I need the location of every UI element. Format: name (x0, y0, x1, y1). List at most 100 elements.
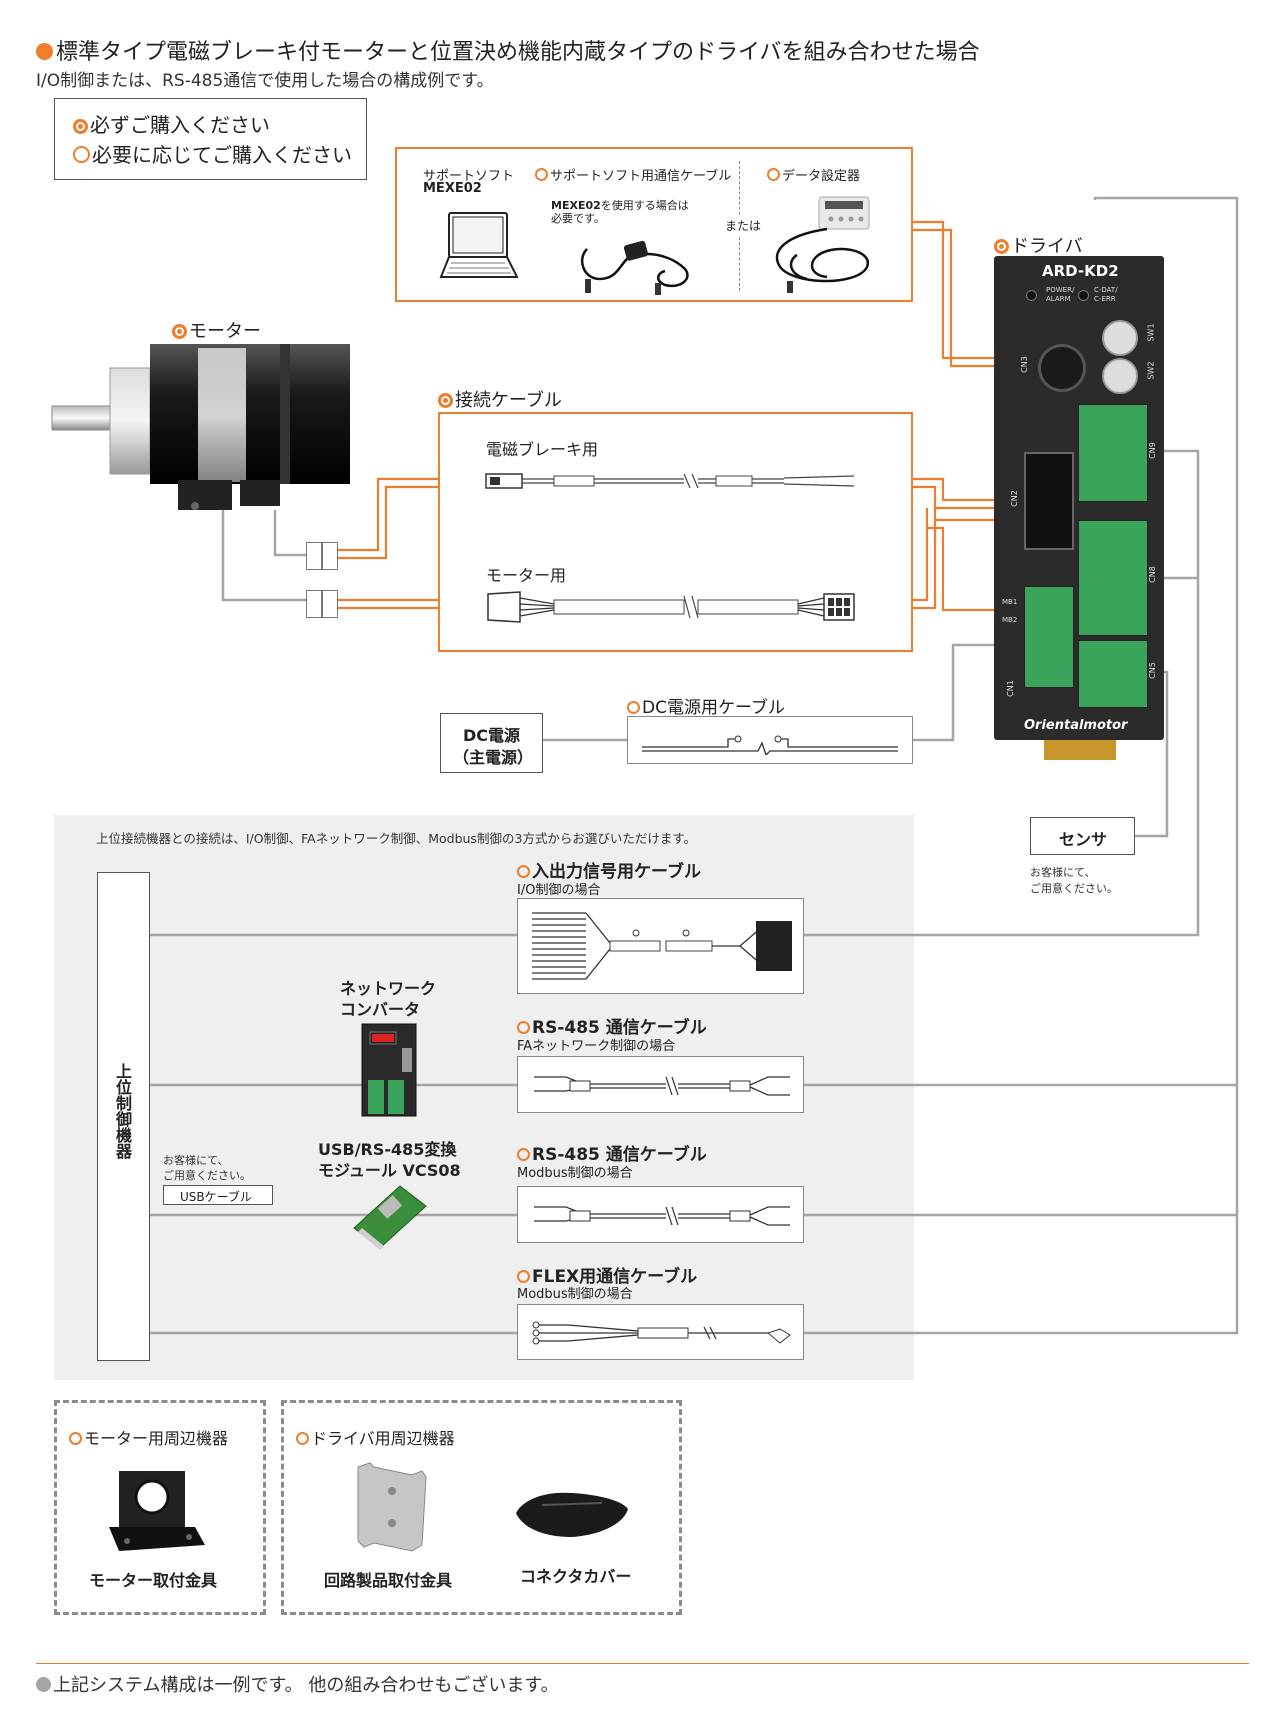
connector-cover-image (516, 1492, 628, 1537)
din-bracket-image (357, 1462, 427, 1552)
setter-label: データ設定器 (767, 165, 860, 184)
cn8-label: CN8 (1147, 566, 1157, 583)
usb-module-label-1: USB/RS-485変換 (318, 1140, 457, 1159)
page-title: 標準タイプ電磁ブレーキ付モーターと位置決め機能内蔵タイプのドライバを組み合わせた… (36, 34, 980, 66)
flex-cable-box (517, 1304, 804, 1360)
driver-accessories-box: ドライバ用周辺機器 回路製品取付金具 コネクタカバー (281, 1400, 682, 1615)
rs485-fa-cable-icon (534, 1076, 790, 1096)
connector-divider (321, 542, 323, 570)
network-converter-image (361, 1023, 417, 1117)
usb-note-1: お客様にて、 (163, 1154, 229, 1167)
laptop-icon (439, 212, 519, 278)
usb-module-label-2: モジュール VCS08 (318, 1161, 461, 1180)
dc-cable-label: DC電源用ケーブル (627, 693, 785, 718)
legend-optional: 必要に応じてご購入ください (73, 139, 352, 168)
mb1-label: MB1 (1002, 598, 1018, 606)
footer-rule (36, 1663, 1249, 1664)
dc-power-title: DC電源 (463, 726, 521, 745)
rs485-modbus-cable-box (517, 1186, 804, 1243)
software-name: MEXE02 (423, 181, 482, 196)
or-label: または (725, 215, 762, 236)
driver-bracket (1044, 740, 1116, 760)
power-led (1026, 290, 1037, 301)
optional-icon (767, 168, 780, 181)
bullet-icon (36, 43, 53, 60)
legend-required: 必ずご購入ください (73, 109, 270, 138)
data-setter-icon (775, 196, 870, 293)
sensor-label: センサ (1059, 830, 1108, 849)
cn9-terminal (1078, 404, 1148, 502)
cable-label: サポートソフト用通信ケーブル (535, 165, 731, 184)
cdat-led (1078, 290, 1089, 301)
sw1-label: SW1 (1146, 323, 1156, 342)
cn2-port (1024, 452, 1074, 550)
connect-label: 接続ケーブル (438, 386, 562, 412)
required-icon (73, 119, 88, 134)
required-icon (172, 324, 187, 339)
optional-icon (517, 1021, 530, 1034)
sensor-box: センサ (1030, 817, 1135, 855)
io-cable-box (517, 898, 804, 994)
host-controller-box: 上位制御機器 (97, 872, 150, 1361)
optional-icon (627, 701, 640, 714)
optional-icon (517, 1270, 530, 1283)
support-software-box: サポートソフト MEXE02 サポートソフト用通信ケーブル MEXE02を使用す… (395, 147, 913, 302)
io-cable-label: 入出力信号用ケーブル (517, 857, 701, 882)
flex-cable-sub: Modbus制御の場合 (517, 1287, 633, 1302)
io-cable-sub: I/O制御の場合 (517, 883, 601, 898)
usb-cable-icon (580, 240, 689, 295)
dc-cable-icon (642, 735, 898, 755)
cn1-label: CN1 (1005, 680, 1015, 697)
motor-cable-label: モーター用 (486, 566, 567, 585)
cn8-terminal (1078, 520, 1148, 636)
page-subtitle: I/O制御または、RS-485通信で使用した場合の構成例です。 (36, 71, 494, 91)
driver-brand: Orientalmotor (1024, 718, 1128, 733)
sw2-label: SW2 (1146, 361, 1156, 380)
netconv-label-2: コンバータ (340, 1000, 421, 1019)
rs485-fa-label: RS-485 通信ケーブル (517, 1013, 707, 1038)
sensor-note-1: お客様にて、 (1030, 866, 1096, 879)
dc-power-box: DC電源 （主電源） (440, 713, 543, 773)
cable-note: MEXE02を使用する場合は必要です。 (551, 199, 689, 225)
usb-note-2: ご用意ください。 (163, 1169, 251, 1182)
din-bracket-label: 回路製品取付金具 (324, 1571, 453, 1590)
optional-icon (517, 865, 530, 878)
driver-label: ドライバ (994, 232, 1083, 258)
cn2-label: CN2 (1009, 490, 1019, 507)
optional-icon (73, 146, 90, 163)
dc-cable-box (627, 716, 913, 764)
required-icon (994, 239, 1009, 254)
cn5-terminal (1078, 640, 1148, 708)
connector-divider (321, 590, 323, 618)
gray-bullet-icon (36, 1677, 51, 1692)
led1-label: POWER/ALARM (1046, 286, 1075, 303)
motor-label: モーター (172, 317, 261, 343)
flex-cable-icon (532, 1321, 791, 1345)
connect-cable-box: 電磁ブレーキ用 モーター用 (438, 412, 913, 652)
optional-icon (535, 168, 548, 181)
motor-accessories-title: モーター用周辺機器 (69, 1425, 228, 1449)
driver-accessories-title: ドライバ用周辺機器 (296, 1425, 455, 1449)
motor-accessories-box: モーター用周辺機器 モーター取付金具 (54, 1400, 266, 1615)
usb-cable-label: USBケーブル (180, 1190, 252, 1204)
legend-box: 必ずご購入ください 必要に応じてご購入ください (54, 98, 367, 180)
motor-bracket-image (109, 1471, 205, 1551)
rs485-fa-sub: FAネットワーク制御の場合 (517, 1039, 676, 1054)
sw2-dial (1102, 358, 1138, 394)
rs485-modbus-cable-icon (534, 1206, 790, 1226)
motor-cable-icon (487, 591, 855, 623)
driver-body: ARD-KD2 POWER/ALARM C-DAT/C-ERR SW1 SW2 … (994, 256, 1164, 740)
mb2-label: MB2 (1002, 616, 1018, 624)
cn5-label: CN5 (1147, 662, 1157, 679)
brake-cable-icon (485, 473, 855, 489)
sw1-dial (1102, 320, 1138, 356)
required-icon (438, 393, 453, 408)
connector-cover-label: コネクタカバー (520, 1567, 632, 1586)
motor-image (51, 344, 350, 510)
driver-model: ARD-KD2 (1042, 262, 1119, 280)
sensor-note-2: ご用意ください。 (1030, 882, 1118, 895)
host-controller-label: 上位制御機器 (113, 1063, 132, 1159)
dc-power-sub: （主電源） (453, 748, 534, 767)
optional-icon (296, 1432, 309, 1445)
